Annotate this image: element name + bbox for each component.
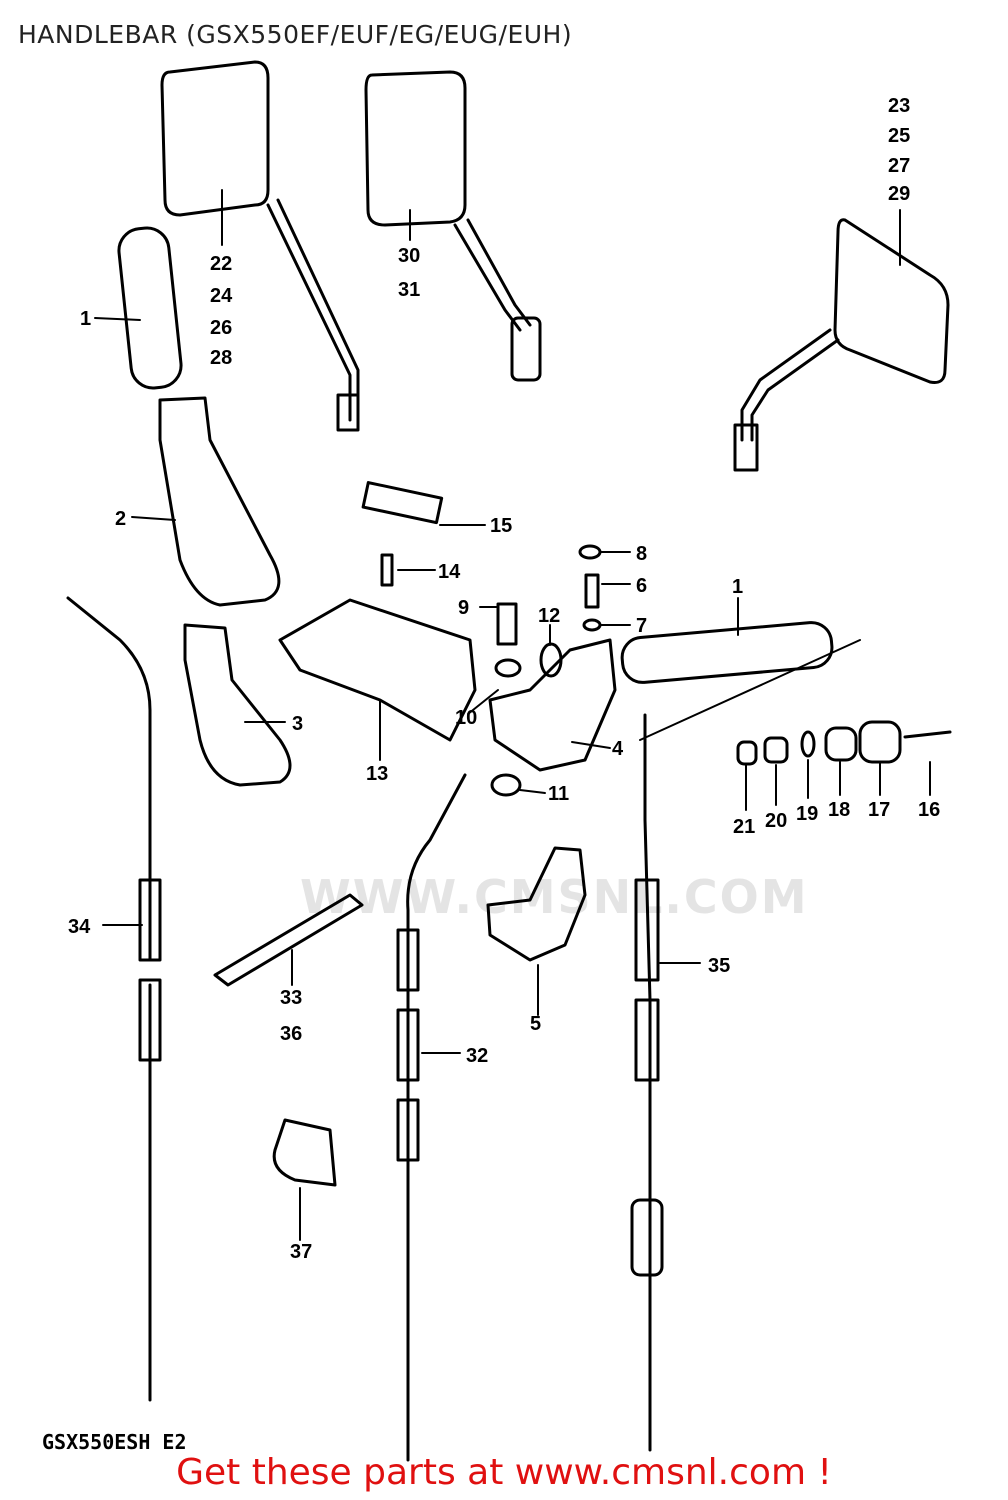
callout-2: 2 xyxy=(115,508,126,530)
grip-left-part[interactable] xyxy=(117,226,183,390)
callout-27: 27 xyxy=(888,155,910,177)
callout-28: 28 xyxy=(210,347,232,369)
callout-17: 17 xyxy=(868,799,890,821)
grip-right-part[interactable] xyxy=(620,621,834,684)
callout-23: 23 xyxy=(888,95,910,117)
bar-end-parts[interactable] xyxy=(736,720,952,766)
callout-1a: 1 xyxy=(80,308,91,330)
strap-part[interactable] xyxy=(213,893,364,987)
callout-33: 33 xyxy=(280,987,302,1009)
cable-center-part[interactable] xyxy=(406,773,467,1462)
callout-21: 21 xyxy=(733,816,755,838)
footer-link[interactable]: Get these parts at www.cmsnl.com ! xyxy=(176,1452,832,1493)
mirror-right-part[interactable] xyxy=(733,218,950,472)
callout-4: 4 xyxy=(612,738,624,760)
callout-25: 25 xyxy=(888,125,910,147)
callout-9: 9 xyxy=(458,597,469,619)
handlebar-left-part[interactable] xyxy=(158,396,281,607)
callout-15: 15 xyxy=(490,515,512,537)
leader-lines xyxy=(94,189,931,1241)
mirror-center-part[interactable] xyxy=(364,70,542,382)
callout-10: 10 xyxy=(455,707,477,729)
cable-left-part[interactable] xyxy=(66,596,152,1402)
callout-12: 12 xyxy=(538,605,560,627)
callout-31: 31 xyxy=(398,279,420,301)
callout-5: 5 xyxy=(530,1013,541,1035)
callout-13: 13 xyxy=(366,763,388,785)
callout-29: 29 xyxy=(888,183,910,205)
handlebar-right-part[interactable] xyxy=(488,638,617,772)
callout-35: 35 xyxy=(708,955,730,977)
callout-14: 14 xyxy=(438,561,461,583)
model-code: GSX550ESH E2 xyxy=(42,1430,187,1454)
callout-26: 26 xyxy=(210,317,232,339)
callout-6: 6 xyxy=(636,575,647,597)
callout-1b: 1 xyxy=(732,576,743,598)
callout-34: 34 xyxy=(68,916,91,938)
callout-8: 8 xyxy=(636,543,647,565)
callout-18: 18 xyxy=(828,799,850,821)
callout-30: 30 xyxy=(398,245,420,267)
callout-20: 20 xyxy=(765,810,787,832)
callout-11: 11 xyxy=(548,783,569,805)
callout-37: 37 xyxy=(290,1241,312,1263)
callout-36: 36 xyxy=(280,1023,302,1045)
callout-24: 24 xyxy=(210,285,233,307)
holder-part[interactable] xyxy=(486,846,587,962)
callout-3: 3 xyxy=(292,713,303,735)
fastener-parts[interactable] xyxy=(361,481,602,797)
cable-right-part[interactable] xyxy=(643,713,652,1452)
callout-22: 22 xyxy=(210,253,232,275)
callout-7: 7 xyxy=(636,615,647,637)
callout-19: 19 xyxy=(796,803,818,825)
callout-32: 32 xyxy=(466,1045,488,1067)
clip-part[interactable] xyxy=(272,1118,337,1187)
handlebar-lower-part[interactable] xyxy=(183,623,292,787)
watermark: WWW.CMSNL.COM xyxy=(300,870,809,924)
mirror-left-part[interactable] xyxy=(160,60,360,432)
page-title: HANDLEBAR (GSX550EF/EUF/EG/EUG/EUH) xyxy=(18,20,573,49)
callout-16: 16 xyxy=(918,799,940,821)
top-bridge-part[interactable] xyxy=(278,598,477,742)
